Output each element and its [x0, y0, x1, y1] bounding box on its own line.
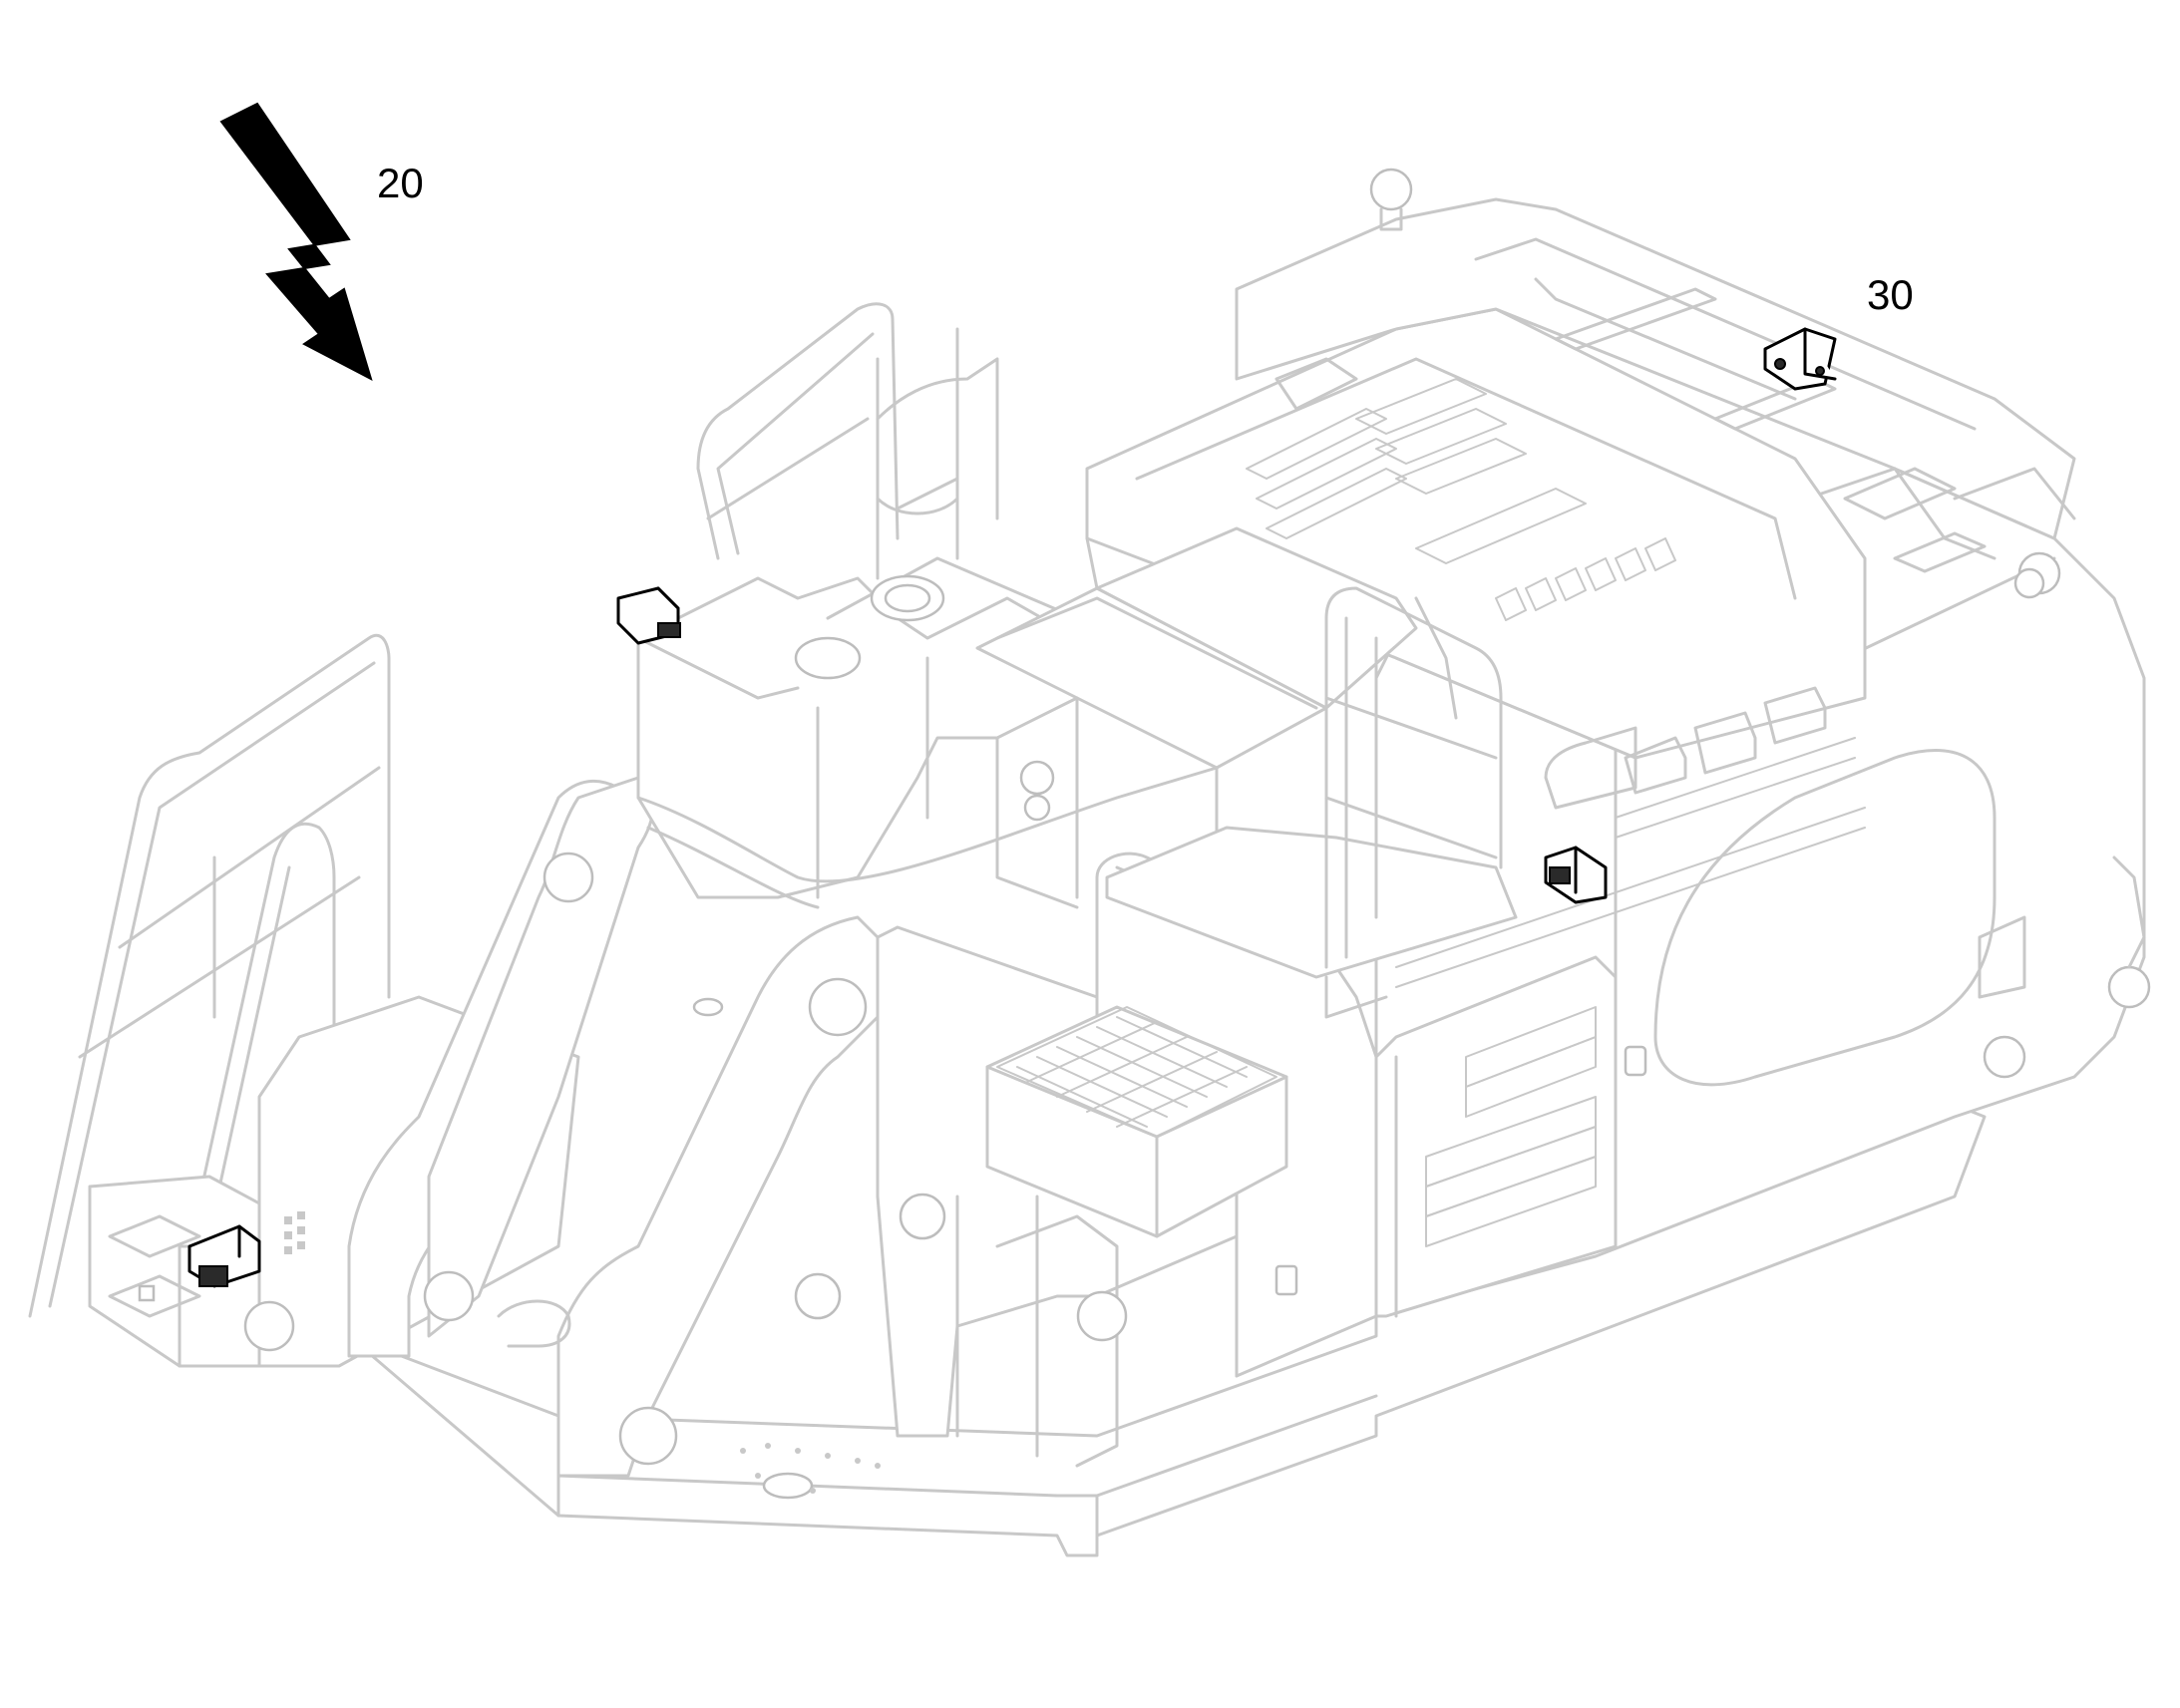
step-grating	[996, 1006, 1277, 1138]
highlighted-sensor-right-step	[1544, 846, 1608, 904]
tank-vent-dots	[284, 1211, 305, 1254]
lightning-bolt-arrow-icon	[219, 102, 373, 381]
callout-30-label: 30	[1867, 271, 1914, 318]
boom-foot-bracket-right	[556, 915, 880, 1478]
right-step-platform	[1105, 826, 1518, 979]
highlighted-sensor-top-right	[1763, 327, 1837, 391]
side-service-door	[1374, 955, 1618, 1318]
hood-vent-slots	[1246, 378, 1676, 621]
side-door-vents	[1425, 1006, 1597, 1247]
rear-roof-deck	[1235, 197, 2076, 540]
hood-grille-strip	[1395, 737, 1866, 988]
highlighted-sensor-top-left	[616, 586, 681, 645]
hydraulic-tank-tower	[636, 576, 1079, 899]
tower-handrail	[696, 302, 999, 580]
highlighted-sensor-left-step	[187, 1224, 261, 1288]
base-plate	[347, 1095, 1987, 1557]
callout-20-label: 20	[377, 160, 424, 206]
right-handrail	[1324, 586, 1503, 969]
machine-frame	[28, 168, 2151, 1557]
floor-bolt-dots	[740, 1443, 881, 1494]
